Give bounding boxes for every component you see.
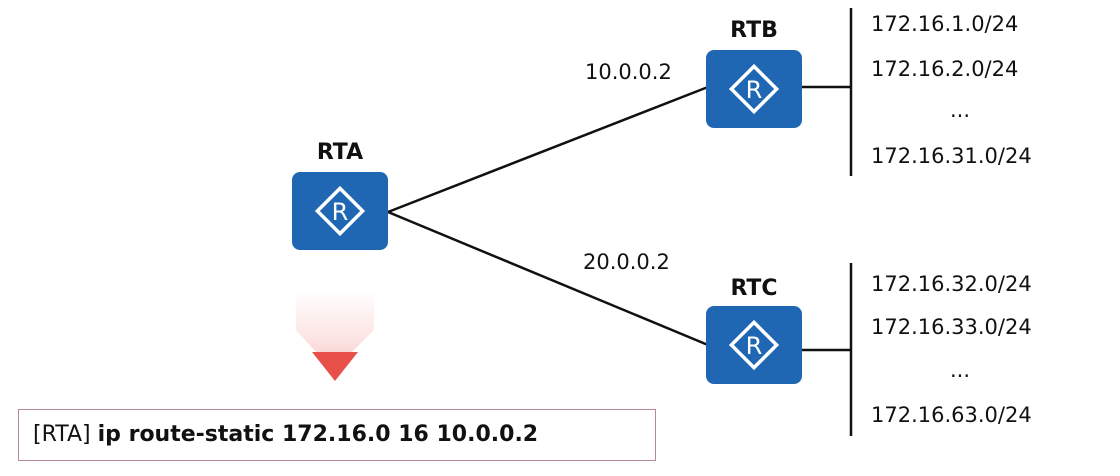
rtc-network-63: 172.16.63.0/24	[871, 403, 1032, 427]
arrow-head	[312, 352, 358, 381]
router-rta[interactable]: R	[292, 172, 388, 250]
rtb-network-ellipsis: ...	[950, 98, 971, 122]
router-rtb[interactable]: R	[706, 50, 802, 128]
link-ip-rtb: 10.0.0.2	[585, 60, 672, 84]
svg-text:R: R	[332, 198, 349, 226]
rtb-network-1: 172.16.1.0/24	[871, 12, 1019, 36]
link-ip-rtc: 20.0.0.2	[583, 250, 670, 274]
command-box: [RTA] ip route-static 172.16.0 16 10.0.0…	[18, 409, 656, 461]
svg-text:R: R	[746, 76, 763, 104]
rtc-network-ellipsis: ...	[950, 358, 971, 382]
router-icon: R	[728, 63, 780, 115]
link-rta-rtb	[387, 85, 709, 214]
link-rta-rtc	[387, 210, 709, 347]
svg-text:R: R	[746, 332, 763, 360]
rtc-network-32: 172.16.32.0/24	[871, 272, 1032, 296]
router-icon: R	[728, 319, 780, 371]
rta-label: RTA	[316, 140, 364, 165]
rtc-label: RTC	[730, 276, 778, 301]
rtc-network-33: 172.16.33.0/24	[871, 315, 1032, 339]
rtb-label: RTB	[730, 18, 778, 43]
router-icon: R	[314, 185, 366, 237]
rtb-network-31: 172.16.31.0/24	[871, 144, 1032, 168]
command-prompt: [RTA]	[33, 422, 91, 447]
router-rtc[interactable]: R	[706, 306, 802, 384]
rtb-network-2: 172.16.2.0/24	[871, 57, 1019, 81]
command-text: ip route-static 172.16.0 16 10.0.0.2	[97, 422, 539, 447]
down-arrow-icon	[296, 290, 374, 380]
